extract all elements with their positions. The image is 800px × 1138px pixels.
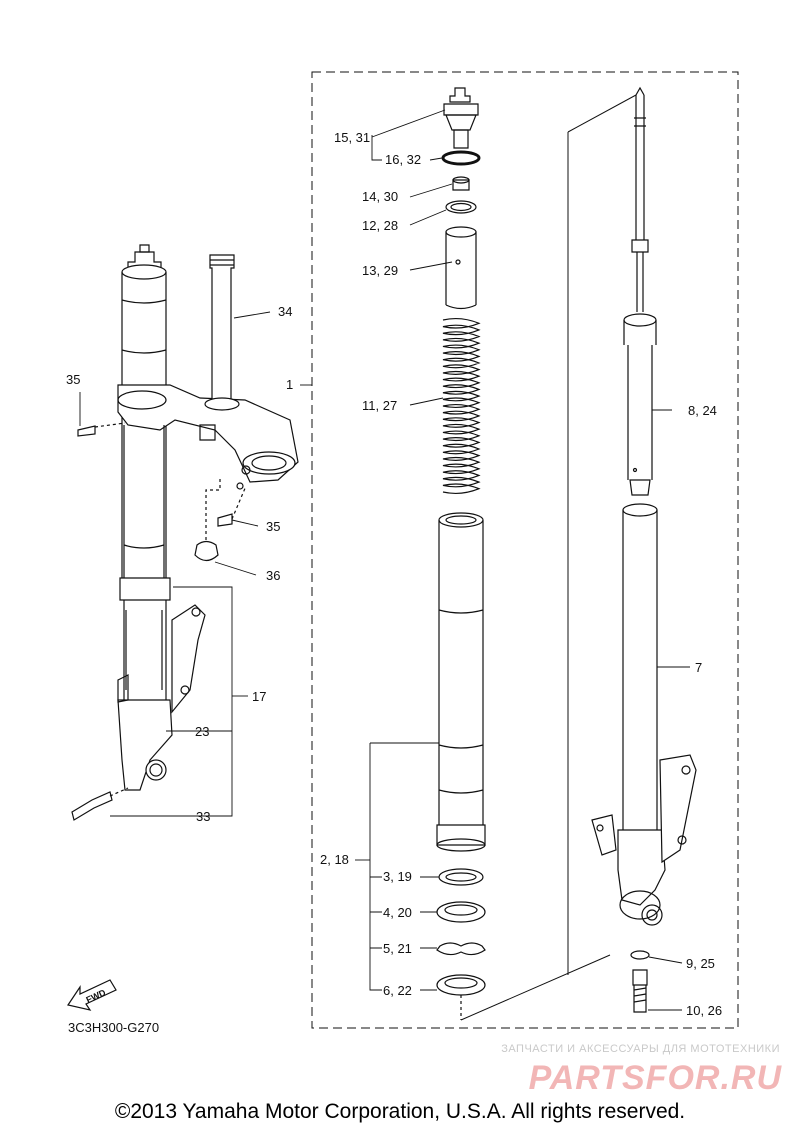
callout-15-31: 15, 31 (334, 130, 370, 145)
watermark-tagline: ЗАПЧАСТИ И АКСЕССУАРЫ ДЛЯ МОТОТЕХНИКИ (501, 1043, 780, 1055)
callout-13-29: 13, 29 (362, 263, 398, 278)
callout-33: 33 (196, 809, 210, 824)
leader-lines (79, 94, 690, 1011)
callout-23: 23 (195, 724, 209, 739)
diagram-code: 3C3H300-G270 (68, 1020, 159, 1035)
callout-2-18: 2, 18 (320, 852, 349, 867)
callout-1: 1 (286, 377, 293, 392)
svg-text:PARTSFOR.RU: PARTSFOR.RU (529, 1059, 783, 1097)
callout-4-20: 4, 20 (383, 905, 412, 920)
callout-34: 34 (278, 304, 292, 319)
callout-17: 17 (252, 689, 266, 704)
callout-14-30: 14, 30 (362, 189, 398, 204)
fork-spring (442, 317, 481, 495)
callout-11-27: 11, 27 (362, 398, 397, 413)
watermark-logo: PARTSFOR.RU (529, 1059, 783, 1097)
callout-labels: 15, 31 16, 32 14, 30 12, 28 13, 29 34 1 … (66, 130, 722, 1035)
callout-10-26: 10, 26 (686, 1003, 722, 1018)
callout-35-lower: 35 (266, 519, 280, 534)
callout-8-24: 8, 24 (688, 403, 717, 418)
callout-36: 36 (266, 568, 280, 583)
callout-5-21: 5, 21 (383, 941, 412, 956)
assembled-fork-illustration (67, 244, 299, 1011)
callout-3-19: 3, 19 (383, 869, 412, 884)
callout-7: 7 (695, 660, 702, 675)
callout-6-22: 6, 22 (383, 983, 412, 998)
callout-12-28: 12, 28 (362, 218, 398, 233)
assembly-boundary (311, 71, 739, 1029)
right-exploded-parts (591, 86, 697, 1013)
callout-35-upper: 35 (66, 372, 80, 387)
callout-16-32: 16, 32 (385, 152, 421, 167)
callout-9-25: 9, 25 (686, 956, 715, 971)
copyright-notice: ©2013 Yamaha Motor Corporation, U.S.A. A… (114, 1100, 686, 1123)
center-exploded-parts (436, 87, 611, 1021)
